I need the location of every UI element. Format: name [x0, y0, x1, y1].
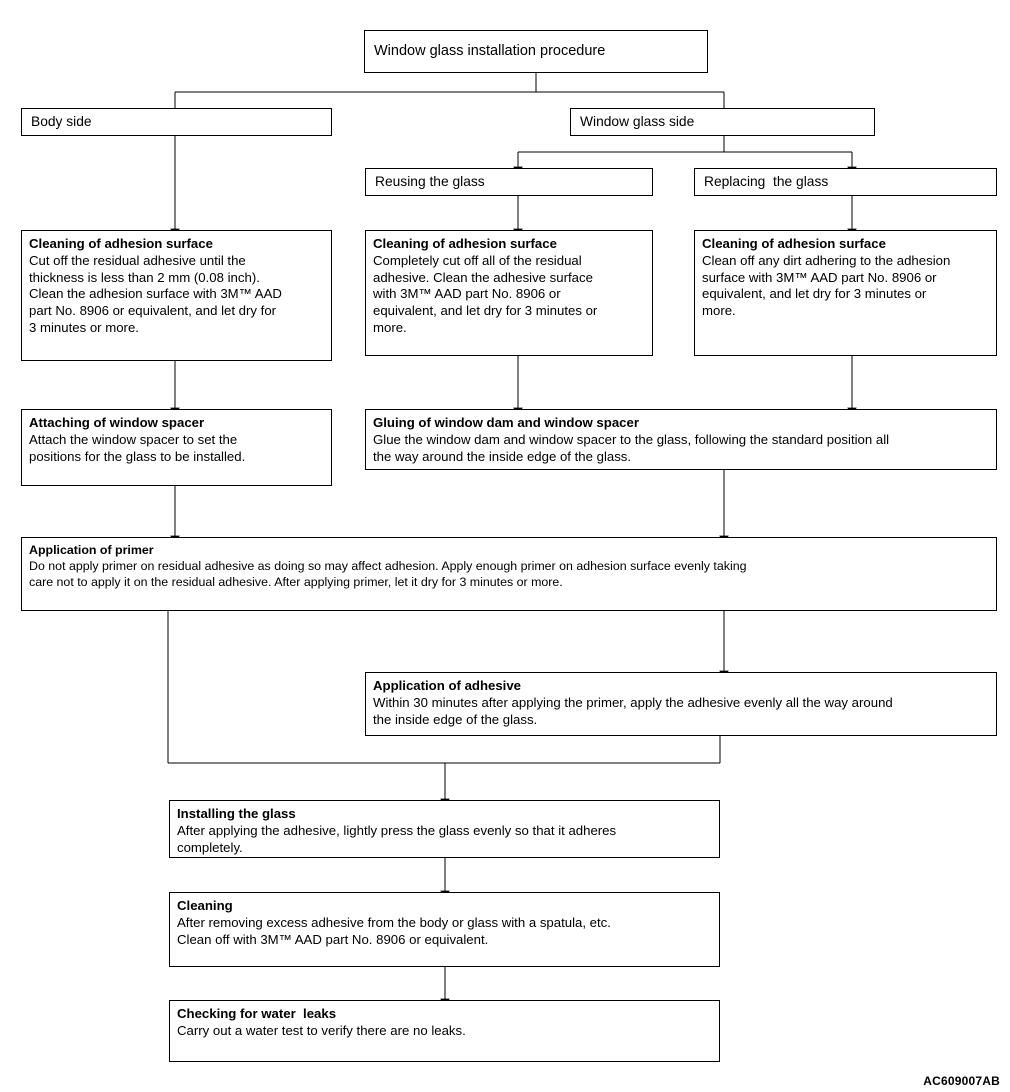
node-checking-water-leaks-title: Checking for water leaks: [177, 1006, 337, 1021]
node-reusing-the-glass-label: Reusing the glass: [375, 174, 485, 190]
node-cleaning-replacing-body: Clean off any dirt adhering to the adhes…: [702, 252, 951, 319]
node-installing-the-glass-body: After applying the adhesive, lightly pre…: [177, 822, 617, 855]
node-replacing-the-glass[interactable]: Replacing the glass: [694, 168, 997, 196]
node-attaching-window-spacer[interactable]: Attaching of window spacer Attach the wi…: [21, 409, 332, 486]
node-root-label: Window glass installation procedure: [374, 43, 606, 60]
node-body-side-label: Body side: [31, 114, 92, 130]
node-gluing-window-dam-title: Gluing of window dam and window spacer: [373, 415, 639, 430]
node-window-glass-side-label: Window glass side: [580, 114, 695, 130]
node-application-of-primer[interactable]: Application of primer Do not apply prime…: [21, 537, 997, 611]
node-body-side[interactable]: Body side: [21, 108, 332, 136]
node-attaching-window-spacer-body: Attach the window spacer to set the posi…: [29, 431, 246, 464]
node-application-of-adhesive-body: Within 30 minutes after applying the pri…: [373, 694, 893, 727]
figure-code: AC609007AB: [923, 1074, 1000, 1088]
node-application-of-primer-body: Do not apply primer on residual adhesive…: [29, 558, 747, 589]
node-window-glass-side[interactable]: Window glass side: [570, 108, 875, 136]
node-cleaning-body-side-body: Cut off the residual adhesive until the …: [29, 252, 282, 335]
node-application-of-primer-title: Application of primer: [29, 543, 154, 557]
node-cleaning-reusing-body: Completely cut off all of the residual a…: [373, 252, 598, 335]
node-cleaning-replacing[interactable]: Cleaning of adhesion surface Clean off a…: [694, 230, 997, 356]
node-cleaning-body-side-title: Cleaning of adhesion surface: [29, 236, 213, 251]
node-cleaning-replacing-title: Cleaning of adhesion surface: [702, 236, 886, 251]
node-cleaning-reusing[interactable]: Cleaning of adhesion surface Completely …: [365, 230, 653, 356]
node-checking-water-leaks[interactable]: Checking for water leaks Carry out a wat…: [169, 1000, 720, 1062]
node-cleaning-final-title: Cleaning: [177, 898, 233, 913]
node-cleaning-final-body: After removing excess adhesive from the …: [177, 914, 611, 947]
node-cleaning-final[interactable]: Cleaning After removing excess adhesive …: [169, 892, 720, 967]
node-root[interactable]: Window glass installation procedure: [364, 30, 708, 73]
node-replacing-the-glass-label: Replacing the glass: [704, 174, 829, 190]
node-application-of-adhesive[interactable]: Application of adhesive Within 30 minute…: [365, 672, 997, 736]
node-application-of-adhesive-title: Application of adhesive: [373, 678, 522, 693]
node-installing-the-glass-title: Installing the glass: [177, 806, 296, 821]
node-reusing-the-glass[interactable]: Reusing the glass: [365, 168, 653, 196]
node-gluing-window-dam-body: Glue the window dam and window spacer to…: [373, 431, 890, 464]
node-checking-water-leaks-body: Carry out a water test to verify there a…: [177, 1022, 466, 1038]
node-attaching-window-spacer-title: Attaching of window spacer: [29, 415, 205, 430]
node-installing-the-glass[interactable]: Installing the glass After applying the …: [169, 800, 720, 858]
node-gluing-window-dam[interactable]: Gluing of window dam and window spacer G…: [365, 409, 997, 470]
node-cleaning-reusing-title: Cleaning of adhesion surface: [373, 236, 557, 251]
node-cleaning-body-side[interactable]: Cleaning of adhesion surface Cut off the…: [21, 230, 332, 361]
